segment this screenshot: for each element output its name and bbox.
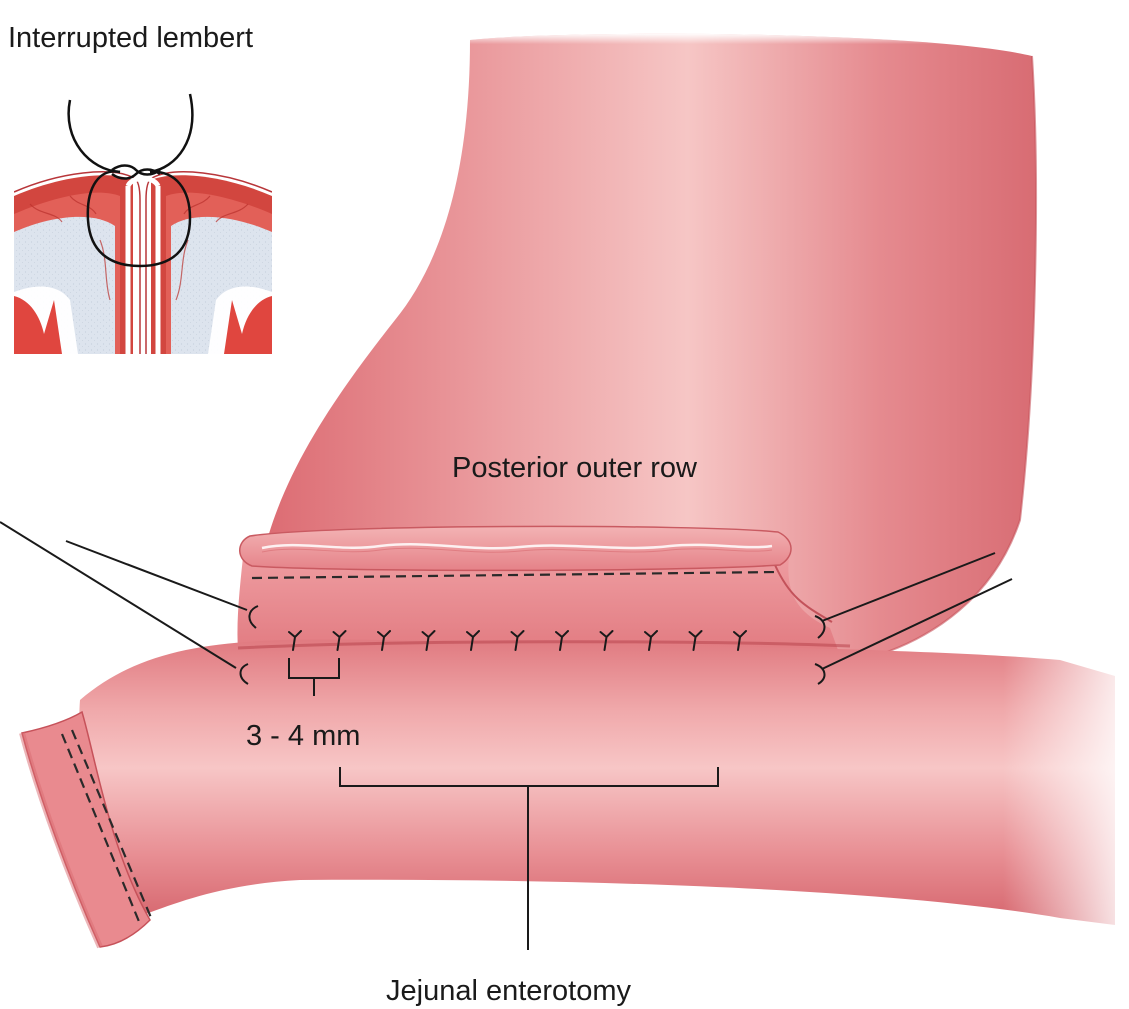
stomach-opening-flange — [239, 525, 792, 572]
stay-suture-thread-left-lower — [0, 521, 237, 669]
interrupted-stitch — [332, 630, 347, 651]
stay-suture-thread-right-lower — [821, 578, 1013, 670]
enterotomy-bracket — [339, 767, 719, 950]
interrupted-stitch — [288, 630, 302, 651]
stay-suture-loop-left-lower — [239, 663, 249, 685]
inset-title: Interrupted lembert — [8, 22, 254, 54]
jejunal-enterotomy-label: Jejunal enterotomy — [386, 975, 632, 1007]
inset-cross-section — [14, 170, 272, 354]
inner-row-suture-line — [251, 570, 779, 580]
interrupted-stitch — [510, 630, 525, 651]
closure-suture-line-b — [70, 729, 154, 921]
posterior-outer-row-label: Posterior outer row — [452, 452, 697, 484]
interrupted-stitch — [733, 630, 747, 651]
jejunum — [19, 639, 1129, 949]
stomach — [262, 33, 1037, 661]
stay-suture-loop-right-lower — [814, 663, 826, 685]
stay-suture-thread-right-upper — [821, 552, 996, 622]
interrupted-stitch — [466, 630, 480, 651]
interrupted-stitch — [555, 630, 569, 651]
interrupted-stitch — [688, 630, 703, 651]
interrupted-stitch — [421, 630, 436, 651]
stay-sutures — [0, 521, 1013, 685]
interrupted-stitch — [644, 630, 658, 651]
closure-suture-line-a — [60, 733, 142, 925]
interrupted-stitch — [599, 630, 614, 651]
stay-suture-loop-left-upper — [248, 605, 259, 629]
stitch-spacing-label: 3 - 4 mm — [246, 720, 361, 752]
stay-suture-loop-right-upper — [814, 615, 826, 639]
interrupted-stitch — [377, 630, 391, 651]
posterior-outer-row-stitches — [288, 630, 747, 651]
spacing-bracket — [288, 658, 340, 696]
stay-suture-thread-left-upper — [65, 540, 248, 611]
inset-lembert-suture — [67, 93, 194, 268]
stoma-cuff — [237, 548, 839, 650]
